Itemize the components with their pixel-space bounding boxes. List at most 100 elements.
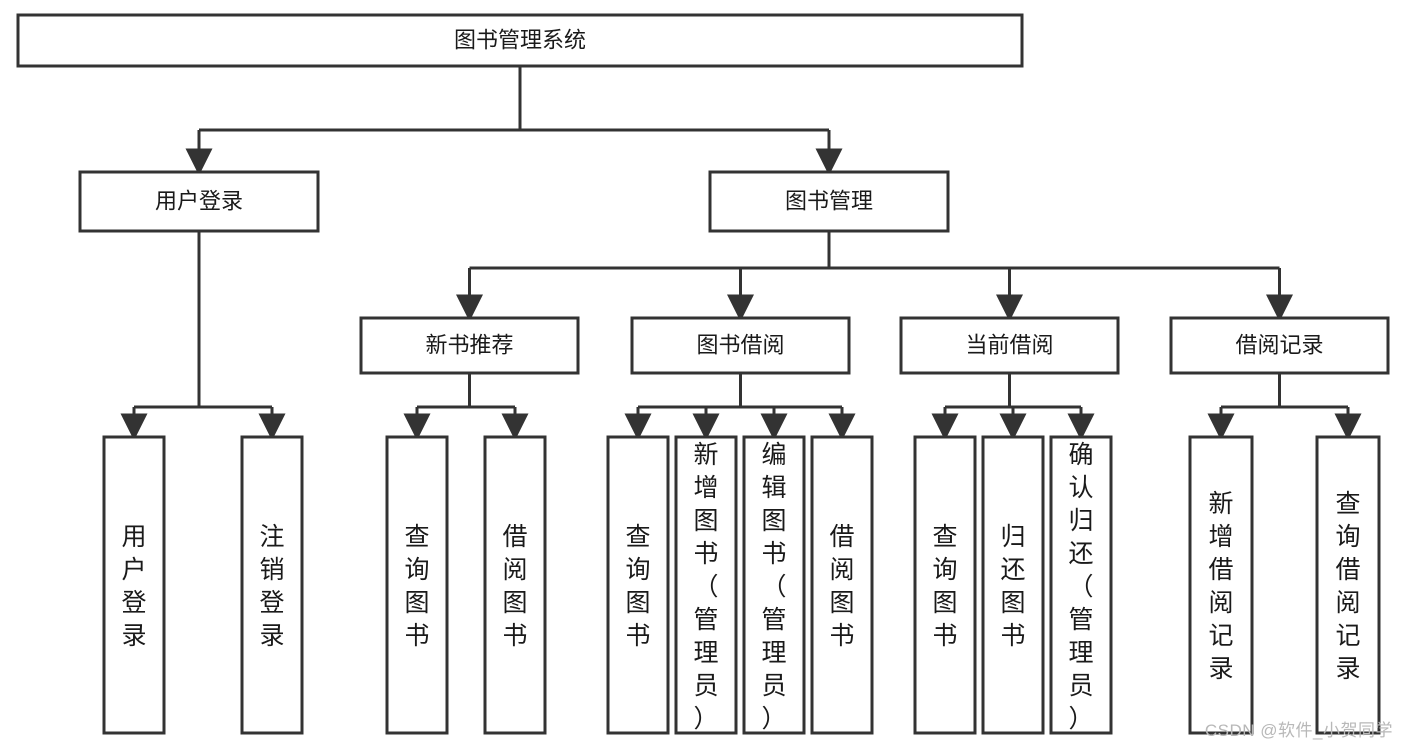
node-label-char: 增 [1208, 523, 1233, 551]
node-label-char: ） [761, 705, 786, 733]
node-label-char: 书 [502, 622, 527, 650]
node-box [674, 435, 738, 735]
node-leaf-user-login[interactable]: 用户登录 [102, 435, 166, 735]
node-label-char: （ [761, 573, 786, 601]
node-box [1169, 316, 1390, 375]
csdn-watermark: CSDN @软件_小贺同学 [1204, 721, 1393, 740]
node-current-borrow[interactable]: 当前借阅 [899, 316, 1120, 375]
node-box [708, 170, 950, 233]
node-label-char: ） [1068, 705, 1093, 733]
node-new-book-rec[interactable]: 新书推荐 [359, 316, 580, 375]
node-label-char: 图 [1000, 589, 1025, 617]
node-label-char: 登 [259, 589, 284, 617]
node-box [1315, 435, 1381, 735]
node-label-char: 销 [259, 556, 284, 584]
node-label-char: 员 [693, 672, 718, 700]
node-box [102, 435, 166, 735]
node-box [1049, 435, 1113, 735]
node-box [810, 435, 874, 735]
node-label-char: 员 [761, 672, 786, 700]
node-label-char: 认 [1068, 474, 1093, 502]
node-label-char: 书 [625, 622, 650, 650]
node-label-char: 书 [404, 622, 429, 650]
node-box [483, 435, 547, 735]
node-label-char: 管 [693, 606, 718, 634]
node-label-char: 图 [404, 589, 429, 617]
node-label: 图书借阅 [696, 332, 784, 357]
node-label-char: 图 [829, 589, 854, 617]
node-label-char: 新 [1208, 490, 1233, 518]
node-label-char: 查 [1335, 490, 1360, 518]
node-label-char: 查 [932, 523, 957, 551]
node-book-borrow[interactable]: 图书借阅 [630, 316, 851, 375]
node-box [1188, 435, 1254, 735]
node-label-char: 还 [1000, 556, 1025, 584]
node-label-char: 书 [932, 622, 957, 650]
node-label-char: 辑 [761, 474, 786, 502]
node-label-char: 询 [932, 556, 957, 584]
node-label-char: 借 [502, 523, 527, 551]
node-label-char: 理 [761, 639, 786, 667]
node-label-char: 理 [1068, 639, 1093, 667]
node-label-char: 图 [625, 589, 650, 617]
node-label-char: 阅 [1335, 589, 1360, 617]
node-label-char: 借 [829, 523, 854, 551]
node-label-char: 图 [761, 507, 786, 535]
node-box [16, 13, 1024, 68]
node-label-char: 管 [761, 606, 786, 634]
node-label-char: 员 [1068, 672, 1093, 700]
node-label-char: 阅 [1208, 589, 1233, 617]
node-box [385, 435, 449, 735]
node-label-char: 归 [1000, 523, 1025, 551]
node-label-char: 书 [761, 540, 786, 568]
node-label-char: 阅 [829, 556, 854, 584]
node-label-char: 图 [693, 507, 718, 535]
node-label-char: 借 [1208, 556, 1233, 584]
node-box [606, 435, 670, 735]
node-book-manage[interactable]: 图书管理 [708, 170, 950, 233]
connector-layer [120, 66, 1362, 441]
node-box [742, 435, 806, 735]
node-label-char: 还 [1068, 540, 1093, 568]
node-label-char: 用 [121, 523, 146, 551]
node-borrow-record[interactable]: 借阅记录 [1169, 316, 1390, 375]
node-label-char: 登 [121, 589, 146, 617]
node-layer: 图书管理系统用户登录图书管理新书推荐图书借阅当前借阅借阅记录用户登录注销登录查询… [16, 13, 1390, 735]
node-label-char: 管 [1068, 606, 1093, 634]
node-box [630, 316, 851, 375]
node-label-char: 归 [1068, 507, 1093, 535]
node-label-char: 书 [829, 622, 854, 650]
node-label-char: （ [693, 573, 718, 601]
node-label-char: 询 [1335, 523, 1360, 551]
node-label-char: 录 [259, 622, 284, 650]
node-label-char: 编 [761, 441, 786, 469]
node-user-login[interactable]: 用户登录 [78, 170, 320, 233]
node-box [981, 435, 1045, 735]
node-label-char: 增 [693, 474, 718, 502]
node-box [899, 316, 1120, 375]
node-label-char: 询 [404, 556, 429, 584]
node-label-char: 录 [121, 622, 146, 650]
node-box [78, 170, 320, 233]
node-label-char: 询 [625, 556, 650, 584]
node-label-char: 借 [1335, 556, 1360, 584]
node-label-char: ） [693, 705, 718, 733]
node-box [240, 435, 304, 735]
node-label-char: 记 [1335, 622, 1360, 650]
node-root[interactable]: 图书管理系统 [16, 13, 1024, 68]
node-label-char: 新 [693, 441, 718, 469]
